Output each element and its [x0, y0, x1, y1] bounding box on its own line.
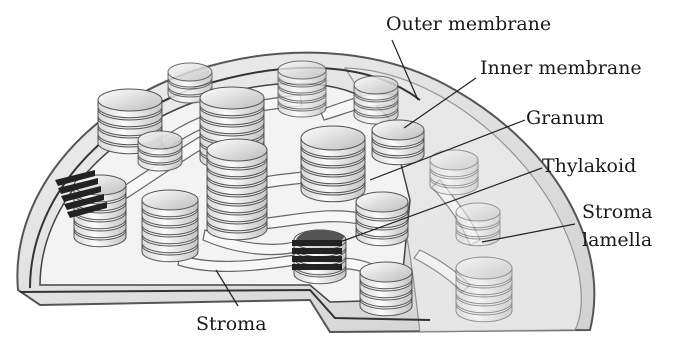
thylakoid-disc-top — [356, 192, 408, 212]
granum-stack — [207, 139, 267, 240]
thylakoid-disc-top — [301, 126, 365, 150]
label-stroma-lamella-line2: lamella — [582, 229, 652, 251]
label-thylakoid: Thylakoid — [542, 155, 636, 177]
thylakoid-disc-top — [372, 120, 424, 140]
thylakoid-disc-top — [207, 139, 267, 161]
thylakoid-disc-top — [168, 63, 212, 81]
label-stroma-lamella-line1: Stroma — [582, 201, 653, 223]
granum-stack — [430, 150, 478, 195]
label-stroma: Stroma — [196, 313, 267, 335]
granum-stack — [142, 190, 198, 262]
thylakoid-disc-top — [456, 257, 512, 279]
granum-stack — [354, 76, 398, 124]
granum-stack — [372, 120, 424, 165]
granum-stack — [356, 192, 408, 246]
thylakoid-disc-top — [200, 87, 264, 109]
granum-stack — [278, 61, 326, 117]
thylakoid-disc-top — [138, 131, 182, 149]
label-inner-membrane: Inner membrane — [480, 57, 642, 79]
thylakoid-disc-top — [98, 89, 162, 111]
thylakoid-disc-top — [354, 76, 398, 94]
thylakoid-disc-top — [430, 150, 478, 170]
label-outer-membrane: Outer membrane — [386, 13, 551, 35]
label-granum: Granum — [526, 107, 604, 129]
thylakoid-disc-top — [278, 61, 326, 79]
granum-stack — [360, 262, 412, 316]
granum-stack — [138, 131, 182, 171]
thylakoid-disc-top — [360, 262, 412, 282]
granum-stack — [456, 257, 512, 322]
thylakoid-disc-top — [456, 203, 500, 221]
thylakoid-disc-top — [142, 190, 198, 210]
granum-stack — [301, 126, 365, 202]
